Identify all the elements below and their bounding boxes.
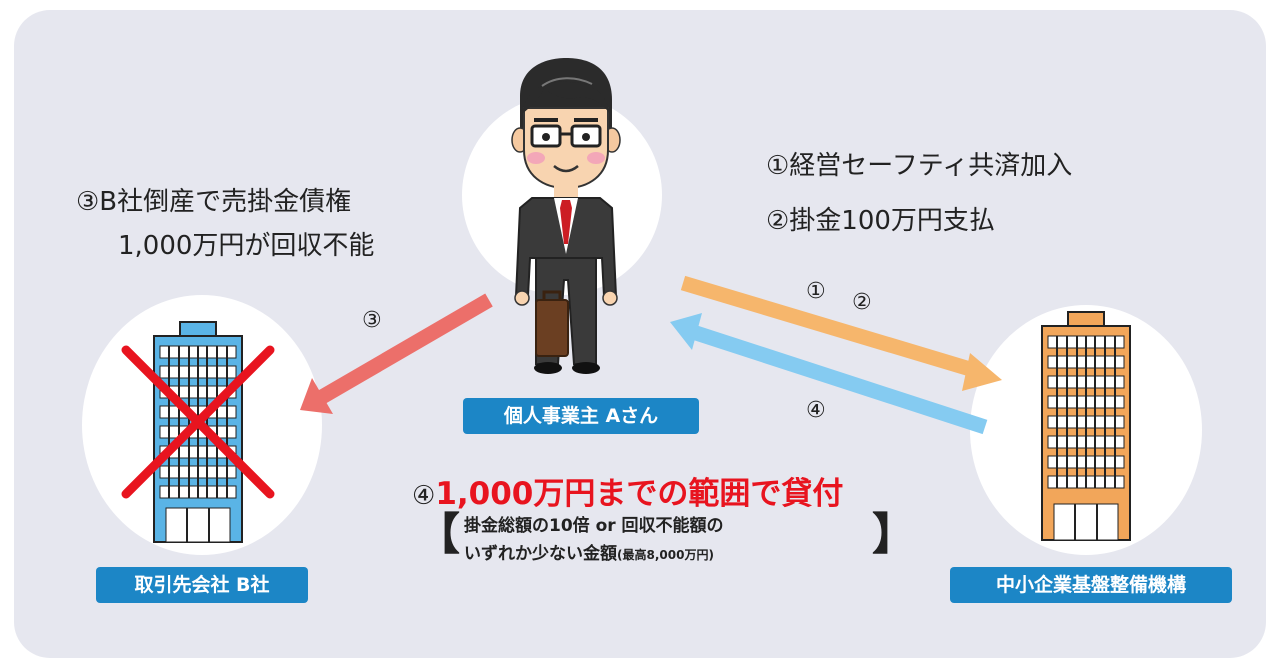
person-label: 個人事業主 Aさん xyxy=(463,398,699,434)
mark-four: ④ xyxy=(806,398,826,423)
step-left-line2: 1,000万円が回収不能 xyxy=(118,231,375,261)
arrow-orange-head xyxy=(962,353,1002,391)
mark-two: ② xyxy=(852,290,872,315)
bracket-close: 】 xyxy=(872,509,916,560)
loan-note-line1: 掛金総額の10倍 or 回収不能額の xyxy=(464,516,724,536)
orange-building-icon xyxy=(1041,311,1131,541)
b-company-label: 取引先会社 B社 xyxy=(96,567,308,603)
businessman-icon xyxy=(511,58,621,374)
arrow-red-head xyxy=(300,378,333,414)
arrow-blue-head xyxy=(670,313,702,350)
mark-one: ① xyxy=(806,279,826,304)
loan-note-main: いずれか少ない金額 xyxy=(464,544,617,564)
step-right-line2: ②掛金100万円支払 xyxy=(766,206,995,236)
loan-note-line2: いずれか少ない金額(最高8,000万円) xyxy=(464,542,714,567)
mark-three: ③ xyxy=(362,308,382,333)
arrow-blue-line xyxy=(690,324,988,435)
arrow-red-line xyxy=(318,293,493,404)
step-left-line1: ③B社倒産で売掛金債権 xyxy=(76,187,352,217)
loan-line: ④1,000万円までの範囲で貸付 xyxy=(412,468,843,513)
blue-building-crossed-out-icon xyxy=(121,321,275,543)
cross-line-2 xyxy=(121,345,275,499)
loan-prefix: ④ xyxy=(412,481,436,511)
step-right-line1: ①経営セーフティ共済加入 xyxy=(766,151,1073,181)
loan-highlight: 1,000万円までの範囲で貸付 xyxy=(435,476,844,512)
smrj-label: 中小企業基盤整備機構 xyxy=(950,567,1232,603)
bracket-open: 【 xyxy=(416,509,460,560)
arrow-orange-line xyxy=(680,275,983,380)
loan-note-small: (最高8,000万円) xyxy=(617,548,714,562)
